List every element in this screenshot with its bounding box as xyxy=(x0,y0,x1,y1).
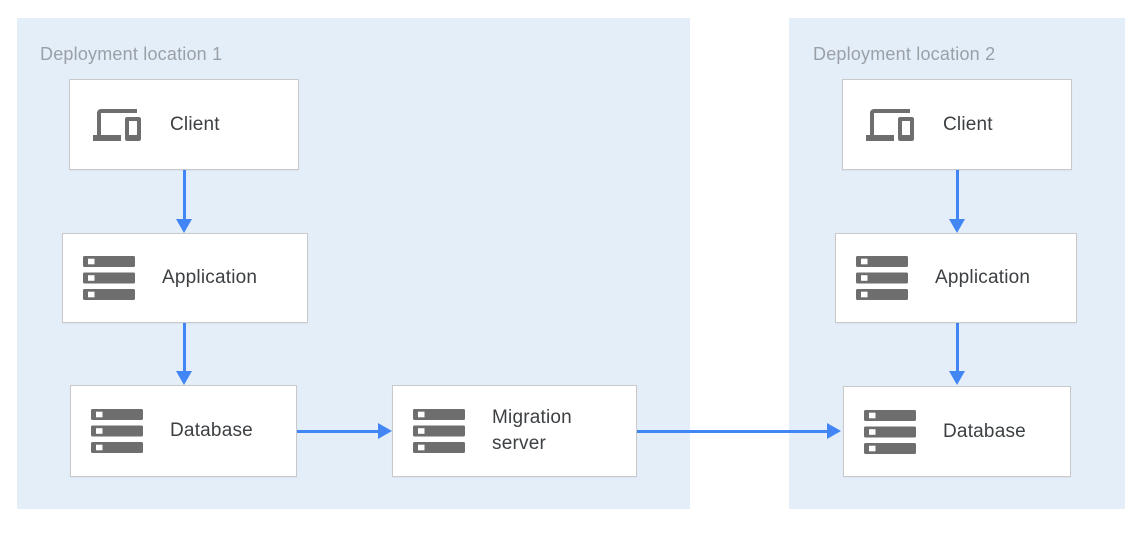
node-database-2: Database xyxy=(843,386,1071,477)
node-label: Database xyxy=(943,420,1026,442)
node-application-1: Application xyxy=(62,233,308,323)
node-label: Client xyxy=(943,113,993,135)
node-application-2: Application xyxy=(835,233,1077,323)
node-client-2: Client xyxy=(842,79,1072,170)
deployment-location-1-title: Deployment location 1 xyxy=(40,44,223,64)
server-icon xyxy=(83,256,135,300)
arrow-line xyxy=(637,430,827,433)
server-icon xyxy=(91,409,143,453)
arrowhead-down-icon xyxy=(176,371,192,385)
server-icon xyxy=(856,256,908,300)
arrow-line xyxy=(956,323,959,371)
node-database-1: Database xyxy=(70,385,297,477)
server-icon xyxy=(413,409,465,453)
arrow-line xyxy=(183,323,186,371)
node-label: Client xyxy=(170,113,220,135)
client-devices-icon xyxy=(86,101,148,149)
arrowhead-down-icon xyxy=(949,219,965,233)
node-label: Migration server xyxy=(492,407,572,454)
node-client-1: Client xyxy=(69,79,299,170)
arrowhead-down-icon xyxy=(176,219,192,233)
node-migration-server: Migration server xyxy=(392,385,637,477)
arrowhead-down-icon xyxy=(949,371,965,385)
node-label: Application xyxy=(162,267,258,288)
client-devices-icon xyxy=(859,101,921,149)
deployment-location-2-title: Deployment location 2 xyxy=(813,44,996,64)
arrow-line xyxy=(297,430,378,433)
node-label: Database xyxy=(170,420,253,441)
arrowhead-right-icon xyxy=(827,423,841,439)
arrow-line xyxy=(956,170,959,219)
server-icon xyxy=(864,409,916,454)
node-label: Application xyxy=(935,267,1031,288)
arrow-line xyxy=(183,170,186,219)
arrowhead-right-icon xyxy=(378,423,392,439)
